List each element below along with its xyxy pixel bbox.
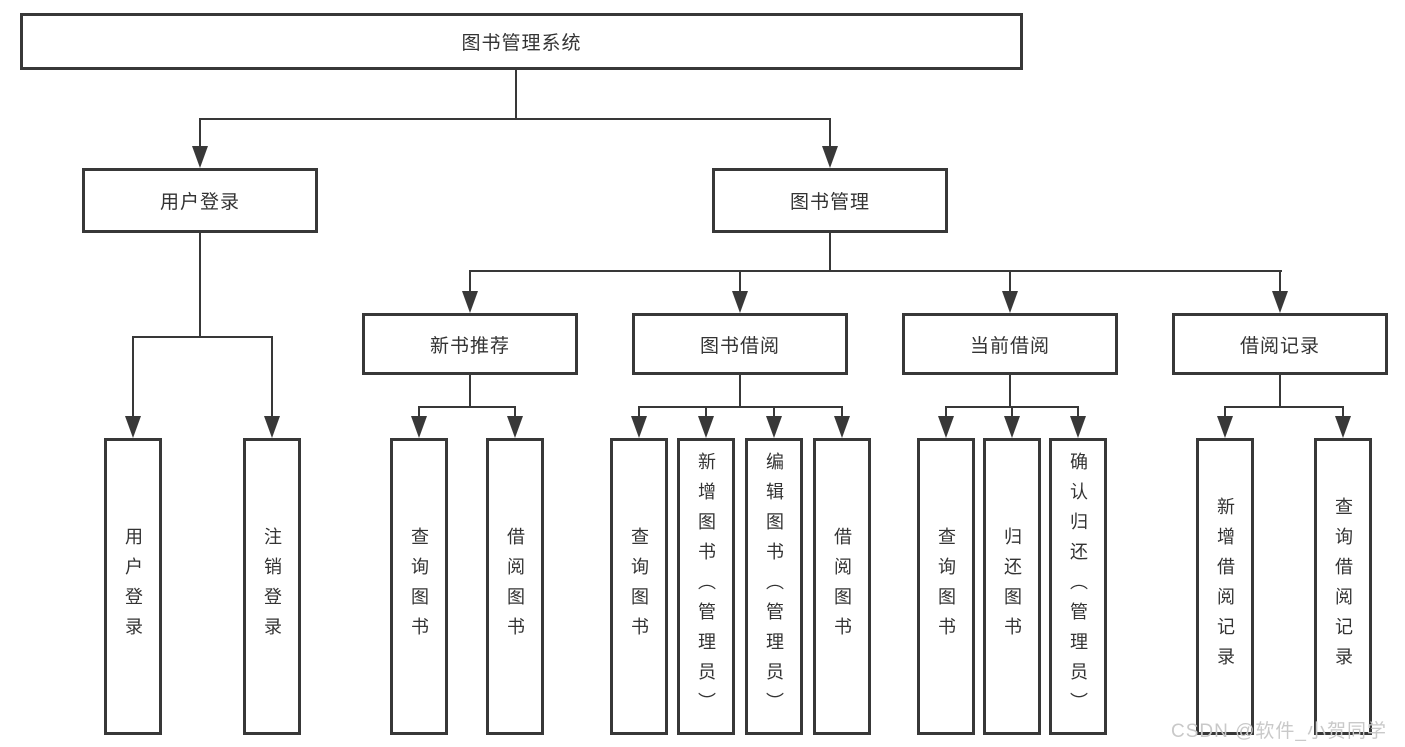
node-book-borrow-label: 图书借阅 bbox=[699, 335, 780, 357]
leaf-borrow-book-label: 借阅图书 bbox=[832, 526, 852, 647]
leaf-borrow-query-book: 查询图书 bbox=[610, 438, 668, 735]
arrow-down-icon bbox=[125, 416, 141, 438]
arrow-down-icon bbox=[264, 416, 280, 438]
arrow-down-icon bbox=[1004, 416, 1020, 438]
connector-bookmgmt-stub bbox=[829, 118, 831, 146]
node-book-management-label: 图书管理 bbox=[789, 192, 870, 213]
arrow-down-icon bbox=[192, 146, 208, 168]
connector-records-stem bbox=[1279, 375, 1281, 406]
connector-leaf-stub bbox=[418, 406, 420, 418]
arrow-down-icon bbox=[834, 416, 850, 438]
connector-leaf-stub bbox=[1077, 406, 1079, 418]
leaf-user-login: 用户登录 bbox=[104, 438, 162, 735]
node-new-book-recommend: 新书推荐 bbox=[362, 313, 578, 375]
arrow-down-icon bbox=[1217, 416, 1233, 438]
leaf-add-borrow-record: 新增借阅记录 bbox=[1196, 438, 1254, 735]
node-new-book-recommend-label: 新书推荐 bbox=[429, 335, 510, 357]
leaf-edit-book-admin: 编辑图书（管理员） bbox=[745, 438, 803, 735]
leaf-logout-label: 注销登录 bbox=[262, 526, 282, 647]
leaf-current-query-book: 查询图书 bbox=[917, 438, 975, 735]
connector-borrow-hline bbox=[638, 406, 843, 408]
connector-l3-stub bbox=[469, 270, 471, 291]
arrow-down-icon bbox=[507, 416, 523, 438]
connector-recommend-hline bbox=[418, 406, 516, 408]
leaf-recommend-query-book: 查询图书 bbox=[390, 438, 448, 735]
connector-bookmgmt-hline bbox=[469, 270, 1282, 272]
node-current-borrow: 当前借阅 bbox=[902, 313, 1118, 375]
connector-leaf-stub bbox=[638, 406, 640, 418]
arrow-down-icon bbox=[698, 416, 714, 438]
leaf-query-borrow-record-label: 查询借阅记录 bbox=[1333, 496, 1353, 677]
connector-userlogin-stub bbox=[199, 118, 201, 146]
node-user-login: 用户登录 bbox=[82, 168, 318, 233]
connector-l3-stub bbox=[739, 270, 741, 291]
connector-leaf-stub bbox=[514, 406, 516, 418]
connector-leaf-stub bbox=[945, 406, 947, 418]
arrow-down-icon bbox=[411, 416, 427, 438]
connector-userlogin-hline bbox=[132, 336, 273, 338]
leaf-borrow-query-book-label: 查询图书 bbox=[629, 526, 649, 647]
leaf-return-book-label: 归还图书 bbox=[1002, 526, 1022, 647]
node-book-borrow: 图书借阅 bbox=[632, 313, 848, 375]
connector-l3-stub bbox=[1009, 270, 1011, 291]
connector-leaf-stub bbox=[841, 406, 843, 418]
connector-root-hline bbox=[199, 118, 831, 120]
leaf-return-book: 归还图书 bbox=[983, 438, 1041, 735]
leaf-current-query-book-label: 查询图书 bbox=[936, 526, 956, 647]
arrow-down-icon bbox=[938, 416, 954, 438]
connector-recommend-stem bbox=[469, 375, 471, 406]
connector-root-stem bbox=[515, 70, 517, 118]
leaf-borrow-book: 借阅图书 bbox=[813, 438, 871, 735]
arrow-down-icon bbox=[822, 146, 838, 168]
node-current-borrow-label: 当前借阅 bbox=[969, 335, 1050, 357]
arrow-down-icon bbox=[631, 416, 647, 438]
node-root-label: 图书管理系统 bbox=[461, 33, 582, 54]
connector-bookmgmt-stem bbox=[829, 233, 831, 270]
leaf-recommend-borrow-book: 借阅图书 bbox=[486, 438, 544, 735]
connector-leaf-stub bbox=[132, 336, 134, 416]
leaf-add-book-admin: 新增图书（管理员） bbox=[677, 438, 735, 735]
arrow-down-icon bbox=[766, 416, 782, 438]
connector-leaf-stub bbox=[1342, 406, 1344, 418]
node-book-management: 图书管理 bbox=[712, 168, 948, 233]
connector-records-hline bbox=[1224, 406, 1344, 408]
leaf-add-book-admin-label: 新增图书（管理员） bbox=[696, 451, 716, 722]
arrow-down-icon bbox=[1002, 291, 1018, 313]
connector-leaf-stub bbox=[1224, 406, 1226, 418]
arrow-down-icon bbox=[1335, 416, 1351, 438]
node-user-login-label: 用户登录 bbox=[159, 192, 240, 213]
connector-leaf-stub bbox=[271, 336, 273, 416]
connector-leaf-stub bbox=[705, 406, 707, 418]
node-borrow-records-label: 借阅记录 bbox=[1239, 335, 1320, 357]
connector-leaf-stub bbox=[1011, 406, 1013, 418]
connector-current-stem bbox=[1009, 375, 1011, 406]
arrow-down-icon bbox=[1070, 416, 1086, 438]
csdn-watermark: CSDN @软件_小贺同学 bbox=[1171, 721, 1387, 742]
leaf-query-borrow-record: 查询借阅记录 bbox=[1314, 438, 1372, 735]
connector-userlogin-stem bbox=[199, 233, 201, 336]
leaf-confirm-return-admin-label: 确认归还（管理员） bbox=[1068, 451, 1088, 722]
connector-l3-stub bbox=[1279, 270, 1281, 291]
connector-borrow-stem bbox=[739, 375, 741, 406]
leaf-recommend-borrow-book-label: 借阅图书 bbox=[505, 526, 525, 647]
arrow-down-icon bbox=[462, 291, 478, 313]
leaf-recommend-query-book-label: 查询图书 bbox=[409, 526, 429, 647]
leaf-add-borrow-record-label: 新增借阅记录 bbox=[1215, 496, 1235, 677]
leaf-logout: 注销登录 bbox=[243, 438, 301, 735]
leaf-user-login-label: 用户登录 bbox=[123, 526, 143, 647]
connector-leaf-stub bbox=[773, 406, 775, 418]
node-root: 图书管理系统 bbox=[20, 13, 1023, 70]
leaf-confirm-return-admin: 确认归还（管理员） bbox=[1049, 438, 1107, 735]
leaf-edit-book-admin-label: 编辑图书（管理员） bbox=[764, 451, 784, 722]
arrow-down-icon bbox=[1272, 291, 1288, 313]
arrow-down-icon bbox=[732, 291, 748, 313]
node-borrow-records: 借阅记录 bbox=[1172, 313, 1388, 375]
